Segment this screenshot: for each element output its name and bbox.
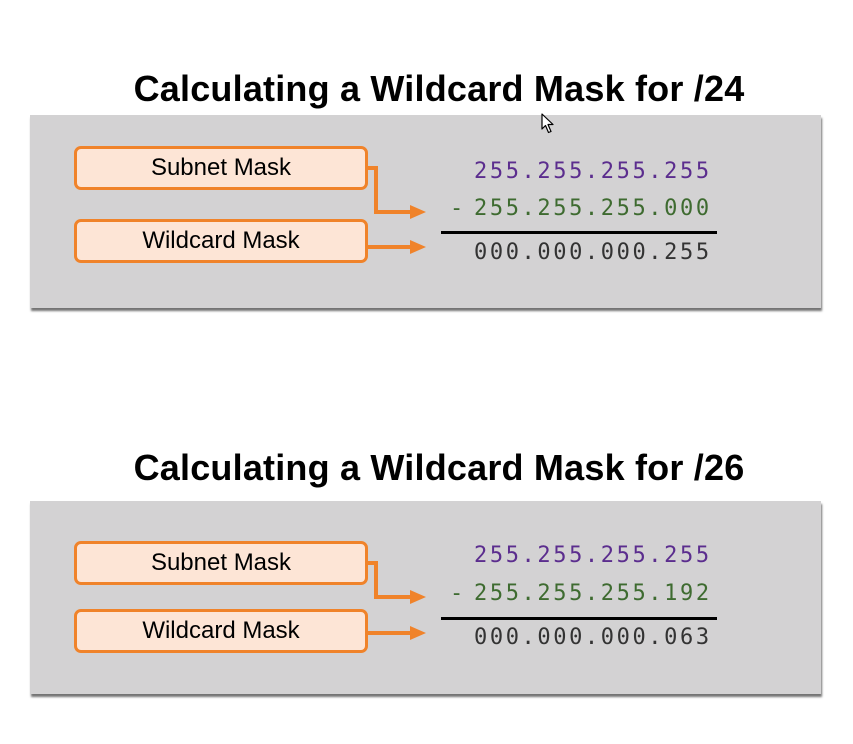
arrow-connectors bbox=[368, 561, 426, 640]
panel-title: Calculating a Wildcard Mask for /26 bbox=[133, 447, 745, 488]
mouse-pointer-icon bbox=[541, 113, 554, 134]
sum-rule bbox=[441, 231, 717, 234]
result-value: 000.000.000.255 bbox=[474, 240, 712, 265]
calculation-panel: Subnet Mask Wildcard Mask 255.255.255.25… bbox=[30, 501, 821, 694]
arrow-connectors bbox=[368, 166, 426, 254]
minuend-value: 255.255.255.255 bbox=[474, 543, 712, 568]
subnet-mask-label: Subnet Mask bbox=[74, 146, 368, 190]
minus-operator: - bbox=[450, 196, 466, 221]
sum-rule bbox=[441, 617, 717, 620]
panel-title: Calculating a Wildcard Mask for /24 bbox=[133, 68, 745, 109]
result-value: 000.000.000.063 bbox=[474, 625, 712, 650]
subnet-mask-label: Subnet Mask bbox=[74, 541, 368, 585]
minus-operator: - bbox=[450, 581, 466, 606]
subtrahend-value: 255.255.255.000 bbox=[474, 196, 712, 221]
calculation-panel: Subnet Mask Wildcard Mask 255.255.255.25… bbox=[30, 115, 821, 308]
wildcard-mask-label: Wildcard Mask bbox=[74, 609, 368, 653]
subtrahend-value: 255.255.255.192 bbox=[474, 581, 712, 606]
wildcard-mask-label: Wildcard Mask bbox=[74, 219, 368, 263]
minuend-value: 255.255.255.255 bbox=[474, 159, 712, 184]
